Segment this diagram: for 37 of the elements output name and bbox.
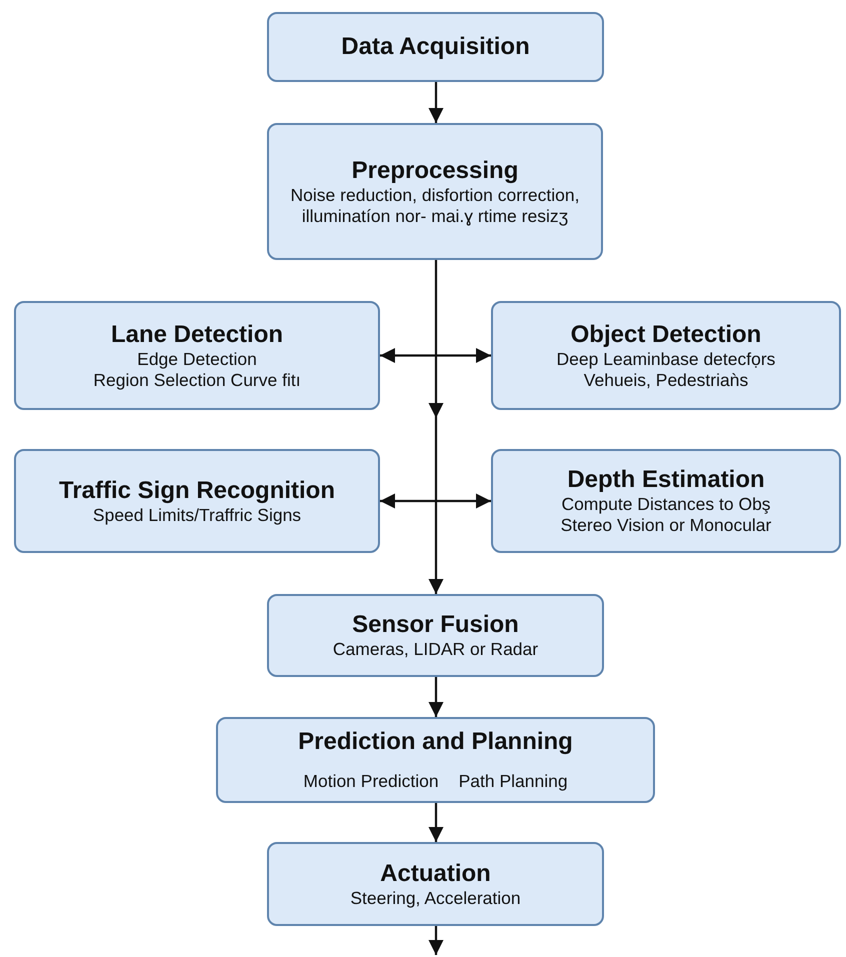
arrow <box>380 348 491 363</box>
node-title: Traffic Sign Recognition <box>58 476 335 504</box>
process-box <box>267 594 604 677</box>
arrow <box>428 677 444 717</box>
node-title: Lane Detection <box>110 320 284 348</box>
arrow <box>428 926 444 955</box>
node-description: Speed Limits/Traffric Signs <box>92 504 302 526</box>
arrow <box>428 82 444 123</box>
node-description: Compute Distances to Obş <box>561 494 771 515</box>
arrow <box>428 260 444 594</box>
process-box <box>267 842 604 926</box>
node-description: Cameras, LIDAR or Radar <box>332 639 538 660</box>
process-box <box>14 301 380 410</box>
node-description: Edge Detection <box>137 348 257 370</box>
node-description: Noise reduction, disfortion correction, illuminatíon nor- mai.ɣ rtime resizʒ <box>290 184 580 226</box>
node-description: Deep Leaminbase detecfọrs <box>556 348 776 370</box>
node-title: Object Detection <box>570 320 762 348</box>
node-description: Stereo Vision or Monocular <box>560 515 772 536</box>
arrow <box>428 803 444 842</box>
node-description: Path Planning <box>458 770 568 792</box>
node-description: Region Selection Curve fitı <box>93 370 301 390</box>
node-description: Steering, Acceleration <box>350 888 521 908</box>
process-box <box>14 449 380 553</box>
node-title: Depth Estimation <box>567 466 765 494</box>
node-title: Actuation <box>380 860 491 888</box>
node-description: Vehueis, Pedestriaǹs <box>584 370 748 390</box>
node-title: Data Acquisition <box>341 33 530 61</box>
node-description: Motion Prediction <box>303 770 439 792</box>
process-box <box>491 449 841 553</box>
process-box <box>491 301 841 410</box>
process-box <box>267 12 604 82</box>
node-title: Prediction and Planning <box>297 728 574 756</box>
node-title: Preprocessing <box>352 156 518 184</box>
process-box <box>216 717 655 803</box>
node-title: Sensor Fusion <box>352 611 519 639</box>
process-box <box>267 123 603 260</box>
arrow <box>380 494 491 508</box>
